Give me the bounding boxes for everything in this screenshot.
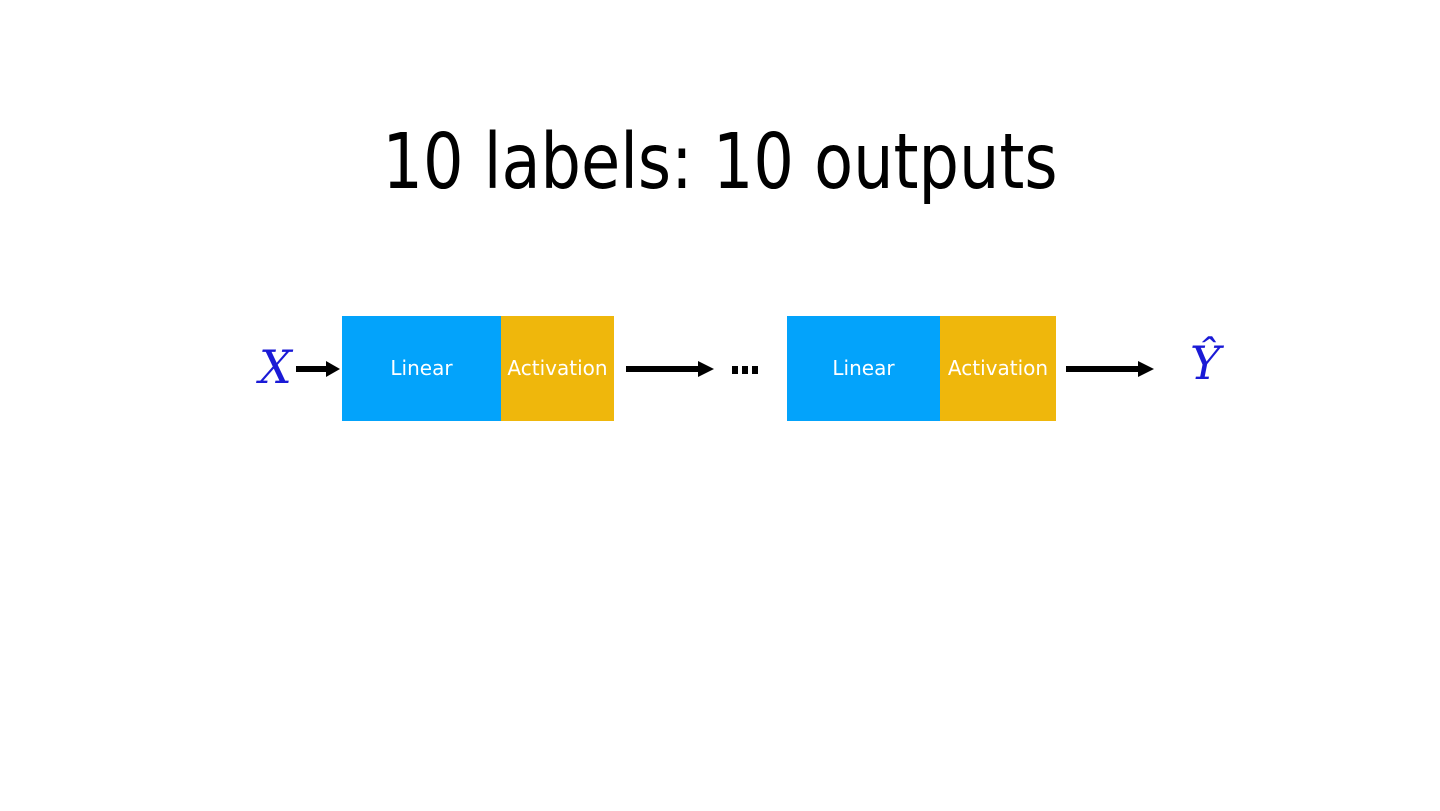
layer-block-1-activation-cell: Activation <box>501 316 614 421</box>
ellipsis-dot <box>742 365 748 374</box>
layer-block-2-linear-cell: Linear <box>787 316 940 421</box>
output-symbol-y-hat: Ŷ <box>1190 336 1221 390</box>
page-title: 10 labels: 10 outputs <box>382 118 1058 207</box>
ellipsis-indicator <box>732 364 758 375</box>
layer-block-2-activation-cell: Activation <box>940 316 1056 421</box>
arrow-layer2-to-output <box>1066 361 1154 377</box>
layer-block-1-linear-cell: Linear <box>342 316 501 421</box>
arrow-input-to-layer1 <box>296 361 340 377</box>
ellipsis-dot <box>732 365 738 374</box>
layer-block-2: Linear Activation <box>787 316 1056 421</box>
input-symbol-x: X <box>259 340 292 394</box>
layer-block-1: Linear Activation <box>342 316 614 421</box>
ellipsis-dot <box>752 365 758 374</box>
arrow-layer1-to-ellipsis <box>626 361 714 377</box>
